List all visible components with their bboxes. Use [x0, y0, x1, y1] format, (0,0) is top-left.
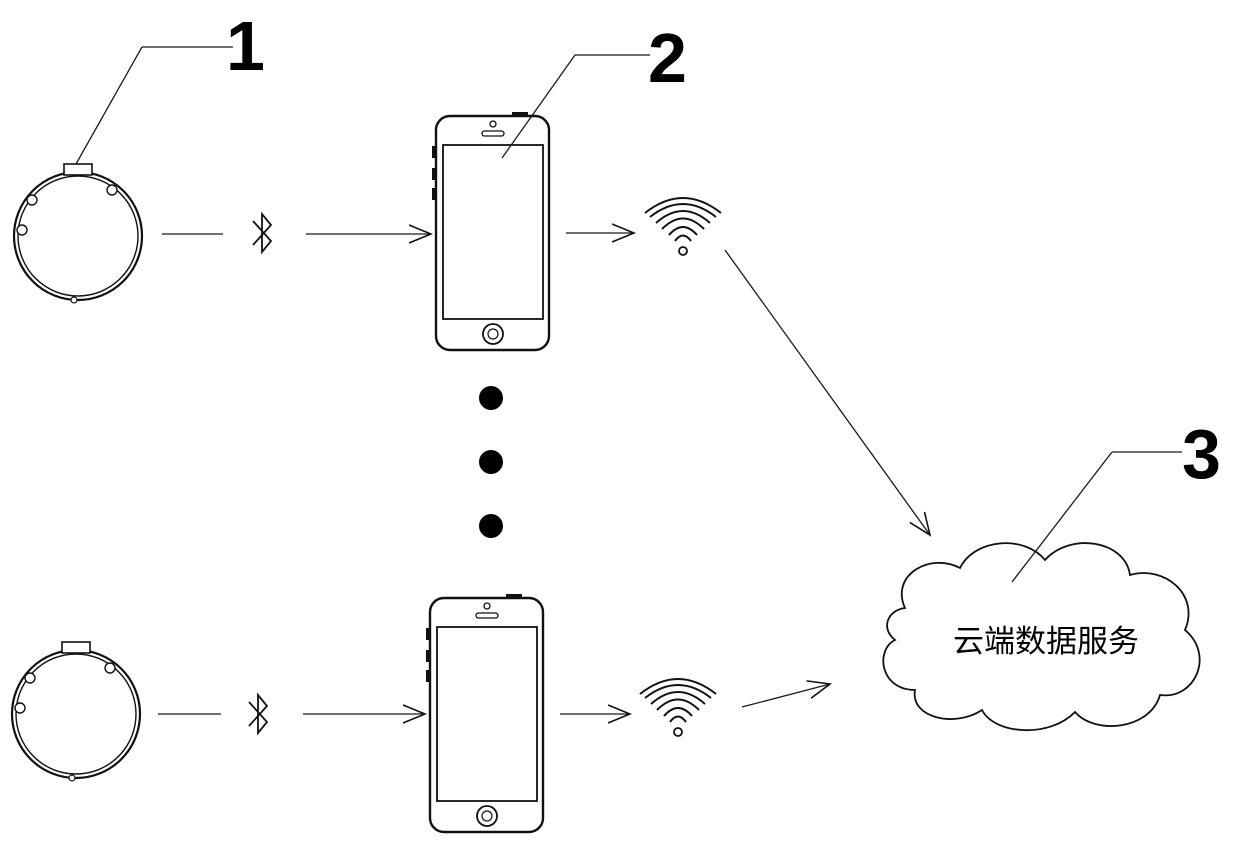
ellipsis-dot-2 [479, 450, 503, 474]
ellipsis-dot-3 [479, 514, 503, 538]
leader-line-1 [76, 47, 142, 164]
bluetooth-icon [253, 214, 271, 252]
wifi-icon [645, 198, 721, 255]
smartphone-icon [426, 594, 543, 832]
wristband-icon [12, 642, 140, 781]
reference-label-3: 3 [1182, 415, 1221, 493]
arrow-to-cloud [725, 250, 930, 535]
cloud-label: 云端数据服务 [953, 624, 1139, 660]
reference-label-1: 1 [226, 7, 265, 85]
wristband-icon [14, 164, 142, 303]
smartphone-icon [432, 112, 549, 350]
ellipsis-dot-1 [479, 386, 503, 410]
bluetooth-icon [249, 695, 267, 733]
wifi-icon [640, 679, 716, 736]
arrow-to-cloud [742, 684, 830, 707]
reference-label-2: 2 [648, 19, 687, 97]
